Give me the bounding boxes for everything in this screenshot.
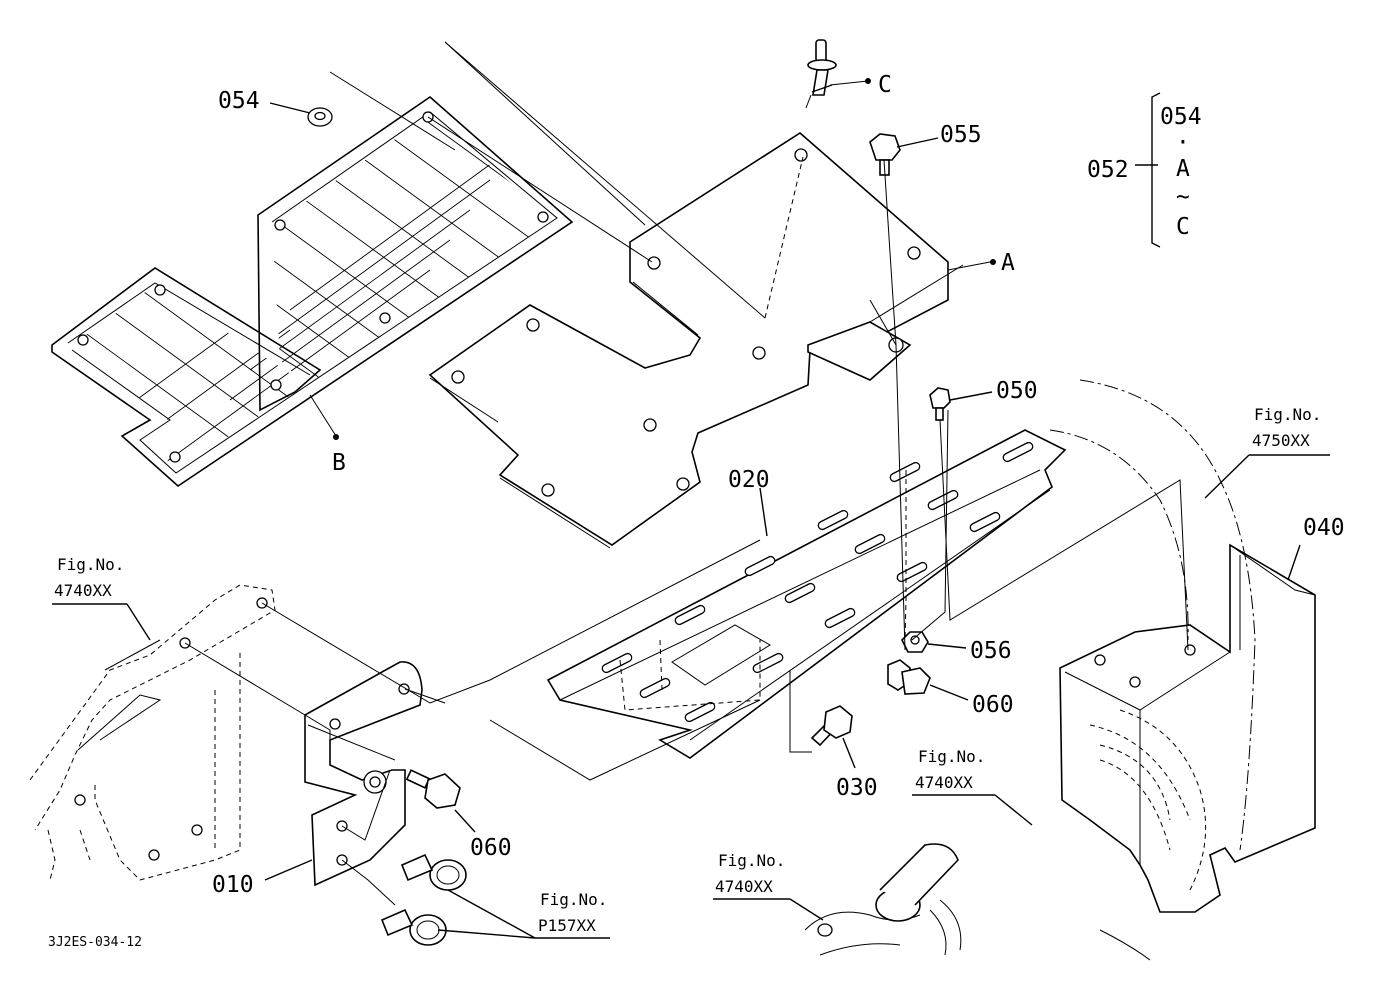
fig-p157-label: Fig.No.	[540, 890, 607, 909]
figure-refs: Fig.No. 4750XX Fig.No. 4740XX Fig.No. 47…	[54, 405, 1321, 935]
callout-030: 030	[836, 775, 878, 801]
callout-020: 020	[728, 467, 770, 493]
kit-note-line5: C	[1176, 214, 1190, 240]
callout-010: 010	[212, 872, 254, 898]
callout-052: 052	[1087, 157, 1129, 183]
left-frame-context	[29, 584, 276, 881]
kit-note-line2: ·	[1176, 130, 1190, 156]
figure-ref-leaders	[52, 454, 1330, 939]
callout-c: C	[878, 72, 892, 98]
callout-050: 050	[996, 378, 1038, 404]
callout-060-right: 060	[972, 692, 1014, 718]
drawing-code: 3J2ES-034-12	[48, 935, 142, 950]
callout-040: 040	[1303, 515, 1345, 541]
rivet-c	[805, 39, 837, 109]
fig-4740-bottom-number: 4740XX	[715, 877, 773, 896]
callout-a: A	[1001, 250, 1015, 276]
floor-mat	[51, 95, 574, 488]
fig-4740-left-number: 4740XX	[54, 581, 112, 600]
fig-4740-mid-number: 4740XX	[915, 773, 973, 792]
fig-4750-label: Fig.No.	[1254, 405, 1321, 424]
kit-note-line4: ~	[1176, 184, 1190, 210]
callout-leaders	[264, 78, 1301, 881]
fig-4740-left-label: Fig.No.	[57, 555, 124, 574]
bottom-component-context	[804, 843, 1151, 961]
callout-labels: 054 C 055 052 A 050 B 020 040 056 060 03…	[212, 72, 1345, 898]
bolt-060-right	[887, 659, 931, 695]
callout-056: 056	[970, 638, 1012, 664]
callout-054: 054	[218, 88, 260, 114]
step-plate-slots	[601, 441, 1034, 723]
callout-055: 055	[940, 122, 982, 148]
cover-plate	[428, 132, 949, 549]
bolt-060-left	[405, 769, 461, 809]
nut-056	[901, 631, 929, 653]
bolt-050	[929, 387, 951, 421]
kit-note-line3: A	[1176, 156, 1190, 182]
fig-4740-mid-label: Fig.No.	[918, 747, 985, 766]
bracket-weld-nut	[363, 770, 387, 794]
washer-054	[307, 107, 333, 127]
side-cover	[1059, 543, 1316, 913]
callout-b: B	[332, 450, 346, 476]
fig-4750-number: 4750XX	[1252, 431, 1310, 450]
callout-060-left: 060	[470, 835, 512, 861]
step-plate	[546, 429, 1067, 759]
fig-4740-bottom-label: Fig.No.	[718, 851, 785, 870]
bolt-030	[810, 705, 853, 747]
kit-note: 054 · A ~ C	[1160, 104, 1202, 240]
right-tank-context	[1049, 379, 1256, 891]
kit-note-line1: 054	[1160, 104, 1202, 130]
assembly-lines	[184, 41, 1189, 906]
bracket	[304, 661, 423, 887]
fig-p157-number: P157XX	[538, 916, 596, 935]
